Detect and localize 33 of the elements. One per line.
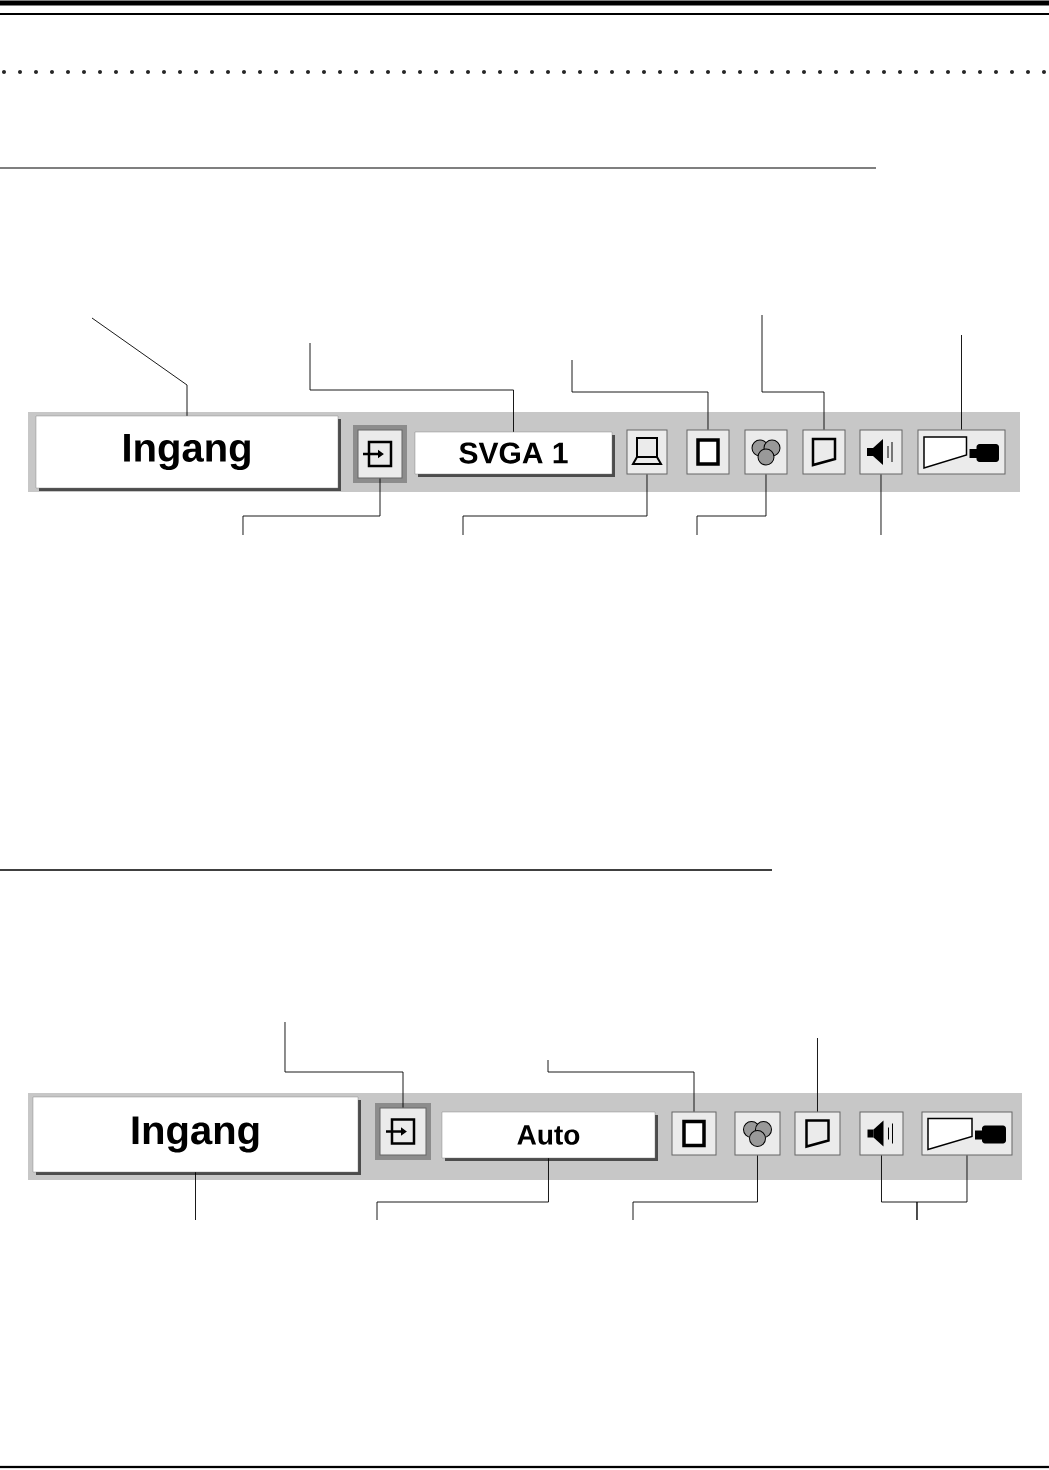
leader-line: [242, 478, 381, 536]
screen-camera-icon: [921, 1111, 1013, 1156]
leader-line: [916, 1155, 968, 1221]
leader-line: [880, 474, 882, 536]
leader-line: [632, 1155, 758, 1221]
leader-line: [91, 317, 188, 417]
leader-line: [571, 359, 709, 430]
screen-icon: [794, 1111, 841, 1156]
leader-line: [961, 334, 962, 430]
speaker-icon: [859, 429, 903, 475]
display-box: SVGA 1: [414, 431, 615, 477]
leader-line: [462, 474, 648, 536]
display-box: Auto: [441, 1111, 658, 1161]
color-icon: [744, 429, 788, 475]
screen-icon: [802, 429, 846, 475]
leader-line: [195, 1171, 196, 1221]
leader-line: [761, 314, 825, 430]
display-box: Ingang: [32, 1096, 361, 1175]
screen-camera-icon: [917, 429, 1006, 475]
leader-line: [309, 342, 514, 433]
input-icon: [375, 1103, 431, 1160]
display-box: Ingang: [35, 415, 341, 491]
square-icon: [686, 429, 730, 475]
leader-line: [696, 474, 767, 536]
leader-line: [547, 1059, 695, 1112]
computer-icon: [626, 429, 668, 475]
leader-line: [284, 1021, 404, 1108]
speaker-icon: [859, 1111, 904, 1156]
leader-line: [817, 1037, 818, 1112]
leader-line: [376, 1157, 549, 1221]
input-icon: [353, 425, 407, 483]
square-icon: [671, 1111, 717, 1156]
color-icon: [734, 1111, 781, 1156]
